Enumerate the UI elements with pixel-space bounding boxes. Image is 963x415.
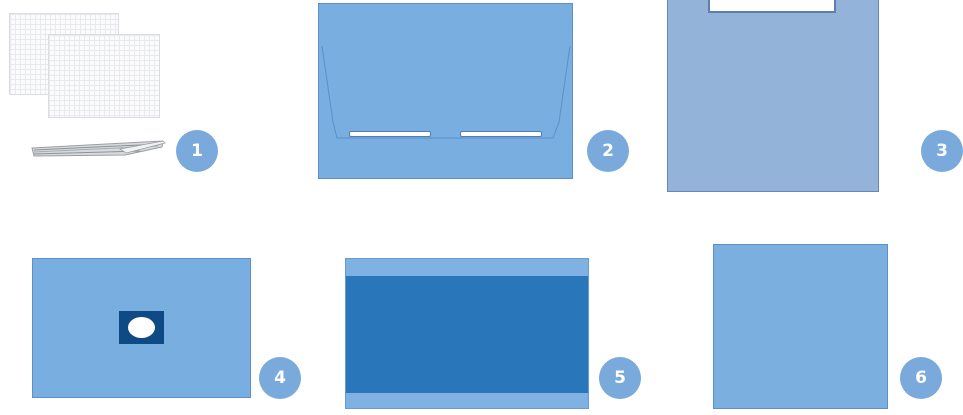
fenestration-hole [128, 317, 155, 338]
item-number-badge: 6 [900, 357, 942, 399]
folded-gauze-stack-icon [30, 137, 170, 161]
plain-drape-icon [713, 244, 888, 409]
item-number-badge: 5 [599, 357, 641, 399]
slit-left [349, 131, 431, 137]
gauze-pad-front [48, 34, 160, 118]
absorbent-panel [346, 276, 588, 393]
item-number-badge: 2 [587, 130, 629, 172]
drape-with-window-icon [667, 0, 879, 192]
pocket-fold-lines [319, 4, 572, 178]
item-number-badge: 3 [921, 130, 963, 172]
item-number-badge: 4 [259, 357, 301, 399]
fenestrated-drape-icon [32, 258, 251, 398]
two-tone-drape-icon [345, 258, 589, 409]
item-number-badge: 1 [176, 130, 218, 172]
slit-right [460, 131, 542, 137]
drape-window [708, 0, 836, 13]
drape-with-slits-icon [318, 3, 573, 179]
fenestration [119, 311, 164, 344]
